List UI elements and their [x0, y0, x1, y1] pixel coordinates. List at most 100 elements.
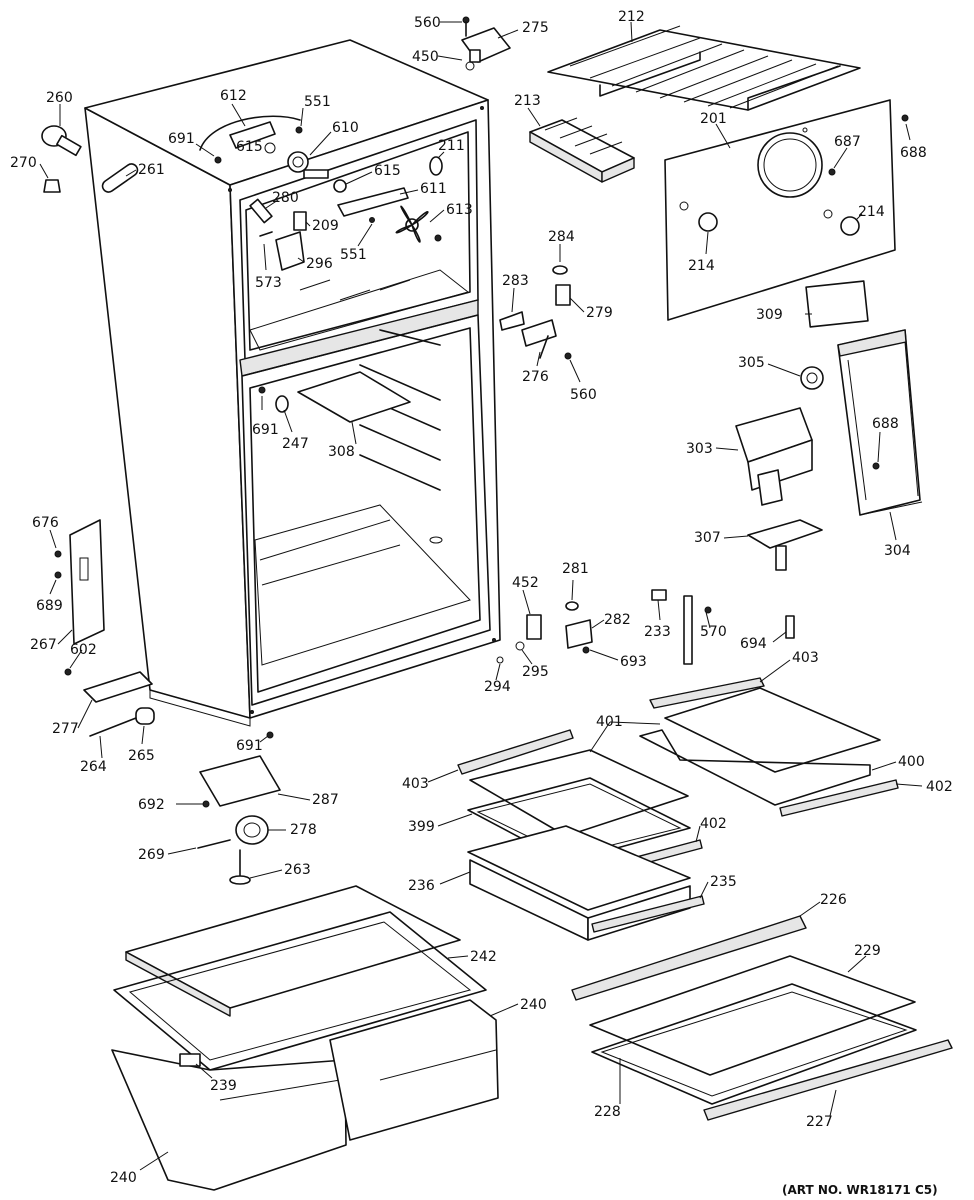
art-number: (ART NO. WR18171 C5): [782, 1183, 938, 1197]
callout-560: 560: [414, 15, 441, 31]
drain-parts: [41, 125, 139, 193]
callout-560: 560: [570, 387, 597, 403]
callout-276: 276: [522, 369, 549, 385]
callout-279: 279: [586, 305, 613, 321]
callout-573: 573: [255, 275, 282, 291]
callout-261: 261: [138, 162, 165, 178]
rating-plate: [805, 280, 869, 328]
callout-602: 602: [70, 642, 97, 658]
callout-403: 403: [402, 776, 429, 792]
callout-229: 229: [854, 943, 881, 959]
callout-688: 688: [872, 416, 899, 432]
center-hinge-parts: [499, 265, 572, 360]
callout-401: 401: [596, 714, 623, 730]
callout-242: 242: [470, 949, 497, 965]
ice-tray: [529, 117, 635, 183]
callout-303: 303: [686, 441, 713, 457]
callout-labels: 560 275 450 212 260 612 551 691 615 610 211 213 201 6…: [10, 9, 953, 1186]
control-knob: [800, 366, 824, 390]
callout-687: 687: [834, 134, 861, 150]
misc-small-parts: [258, 371, 795, 739]
callout-610: 610: [332, 120, 359, 136]
callout-304: 304: [884, 543, 911, 559]
callout-305: 305: [738, 355, 765, 371]
callout-212: 212: [618, 9, 645, 25]
callout-284: 284: [548, 229, 575, 245]
side-trim: [54, 519, 155, 737]
control-bracket: [199, 115, 443, 271]
callout-240: 240: [520, 997, 547, 1013]
callout-280: 280: [272, 190, 299, 206]
callout-308: 308: [328, 444, 355, 460]
callout-278: 278: [290, 822, 317, 838]
callout-613: 613: [446, 202, 473, 218]
callout-260: 260: [46, 90, 73, 106]
callout-402: 402: [926, 779, 953, 795]
callout-676: 676: [32, 515, 59, 531]
callout-227: 227: [806, 1114, 833, 1130]
callout-269: 269: [138, 847, 165, 863]
callout-209: 209: [312, 218, 339, 234]
callout-450: 450: [412, 49, 439, 65]
callout-239: 239: [210, 1078, 237, 1094]
callout-309: 309: [756, 307, 783, 323]
callout-615: 615: [374, 163, 401, 179]
callout-570: 570: [700, 624, 727, 640]
top-hinge: [461, 16, 511, 71]
leader-lines: [39, 21, 923, 1171]
air-duct: [735, 407, 813, 506]
callout-240: 240: [110, 1170, 137, 1186]
callout-452: 452: [512, 575, 539, 591]
callout-295: 295: [522, 664, 549, 680]
callout-282: 282: [604, 612, 631, 628]
glass-shelves: [457, 677, 953, 1121]
callout-235: 235: [710, 874, 737, 890]
control-housing: [837, 329, 923, 516]
callout-233: 233: [644, 624, 671, 640]
callout-693: 693: [620, 654, 647, 670]
callout-277: 277: [52, 721, 79, 737]
callout-296: 296: [306, 256, 333, 272]
callout-275: 275: [522, 20, 549, 36]
callout-214: 214: [688, 258, 715, 274]
callout-270: 270: [10, 155, 37, 171]
callout-692: 692: [138, 797, 165, 813]
callout-551: 551: [340, 247, 367, 263]
evaporator-fan: [395, 205, 429, 243]
callout-264: 264: [80, 759, 107, 775]
callout-287: 287: [312, 792, 339, 808]
callout-689: 689: [36, 598, 63, 614]
callout-226: 226: [820, 892, 847, 908]
callout-694: 694: [740, 636, 767, 652]
callout-265: 265: [128, 748, 155, 764]
callout-551: 551: [304, 94, 331, 110]
callout-402: 402: [700, 816, 727, 832]
callout-403: 403: [792, 650, 819, 666]
callout-281: 281: [562, 561, 589, 577]
callout-691: 691: [252, 422, 279, 438]
callout-615: 615: [236, 139, 263, 155]
callout-213: 213: [514, 93, 541, 109]
damper: [747, 519, 823, 571]
callout-214: 214: [858, 204, 885, 220]
callout-263: 263: [284, 862, 311, 878]
callout-691: 691: [168, 131, 195, 147]
callout-399: 399: [408, 819, 435, 835]
callout-294: 294: [484, 679, 511, 695]
lower-left-parts: [197, 755, 281, 885]
callout-247: 247: [282, 436, 309, 452]
callout-211: 211: [438, 138, 465, 154]
freezer-back-panel: [664, 99, 909, 321]
callout-612: 612: [220, 88, 247, 104]
callout-228: 228: [594, 1104, 621, 1120]
callout-201: 201: [700, 111, 727, 127]
callout-691: 691: [236, 738, 263, 754]
callout-688: 688: [900, 145, 927, 161]
callout-236: 236: [408, 878, 435, 894]
callout-611: 611: [420, 181, 447, 197]
wire-freezer-shelf: [547, 25, 861, 111]
crisper-pans: [111, 885, 499, 1191]
callout-307: 307: [694, 530, 721, 546]
callout-283: 283: [502, 273, 529, 289]
